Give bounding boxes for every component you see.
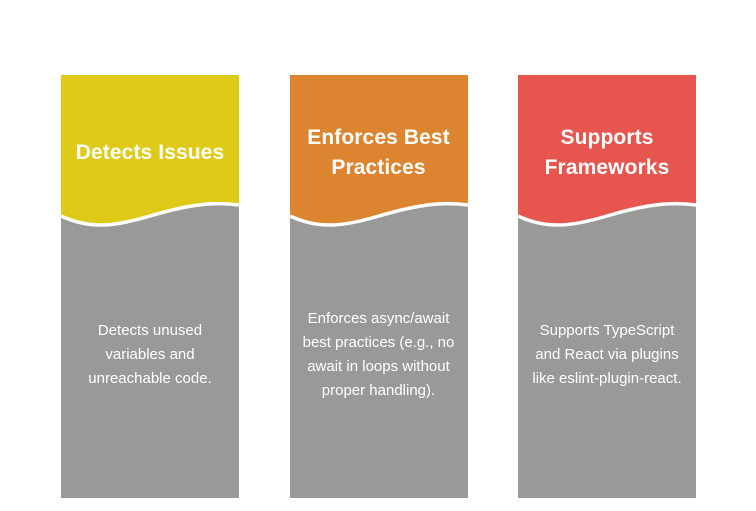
feature-card-detects-issues[interactable]: Detects Issues Detects unused variables … [61,75,239,498]
card-header-enforces-best-practices: Enforces Best Practices [289,75,468,238]
card-heading: Enforces Best Practices [307,126,450,179]
card-body-text: Enforces async/await best practices (e.g… [302,309,455,399]
feature-card-supports-frameworks[interactable]: Supports Frameworks Supports TypeScript … [518,75,696,498]
card-header-detects-issues: Detects Issues [61,75,239,238]
card-heading: Detects Issues [75,141,225,164]
wave-divider-icon [518,201,696,238]
wave-divider-icon [61,201,239,238]
card-heading: Supports Frameworks [544,126,670,179]
card-body-supports-frameworks: Supports TypeScript and React via plugin… [518,237,696,498]
feature-card-enforces-best-practices[interactable]: Enforces Best Practices Enforces async/a… [289,75,468,498]
wave-divider-icon [289,201,468,238]
card-body-detects-issues: Detects unused variables and unreachable… [61,237,239,498]
card-header-supports-frameworks: Supports Frameworks [518,75,696,238]
card-body-text: Detects unused variables and unreachable… [88,321,212,387]
card-body-enforces-best-practices: Enforces async/await best practices (e.g… [290,237,468,498]
feature-cards-container: Detects Issues Detects unused variables … [61,75,696,498]
card-body-text: Supports TypeScript and React via plugin… [532,321,682,387]
